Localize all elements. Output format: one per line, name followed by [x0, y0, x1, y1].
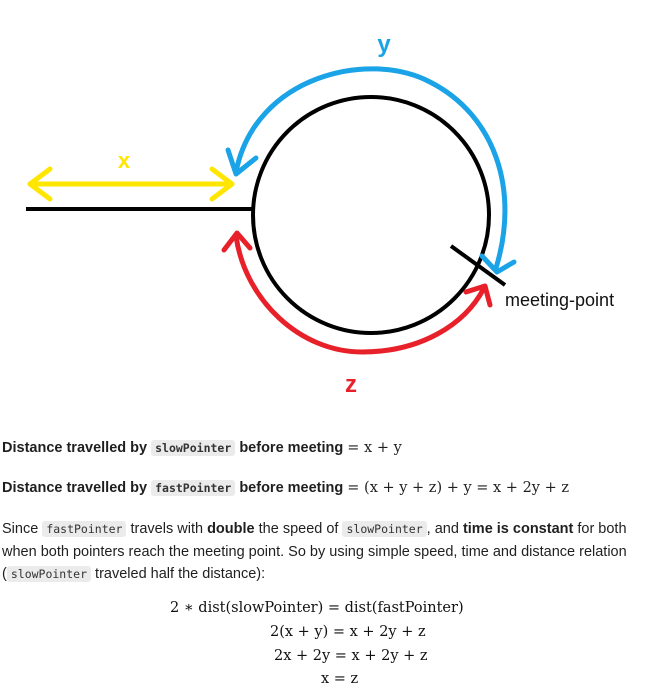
- para-text: the speed of: [254, 521, 343, 537]
- equation-rhs: = dist(fastPointer): [327, 600, 464, 616]
- slow-prefix: Distance travelled by: [2, 440, 148, 456]
- equation-lhs: 2x + 2y: [274, 648, 331, 664]
- para-text: Since: [2, 521, 43, 537]
- equation-rhs: = x + 2y + z: [334, 648, 428, 664]
- equation-row: 2 ∗ dist(slowPointer) = dist(fastPointer…: [170, 600, 464, 616]
- cycle-circle: [251, 95, 491, 335]
- meeting-point-label: meeting-point: [505, 290, 614, 310]
- meeting-point-marker: [449, 244, 507, 287]
- para-text: traveled half the distance):: [91, 566, 266, 582]
- fast-pointer-code: fastPointer: [151, 480, 236, 496]
- z-label: z: [345, 371, 357, 398]
- fast-pointer-code: fastPointer: [42, 521, 127, 537]
- fast-math: = (x + y + z) + y = x + 2y + z: [347, 480, 569, 496]
- fast-distance-line: Distance travelled by fastPointer before…: [2, 480, 657, 496]
- slow-pointer-code: slowPointer: [151, 440, 236, 456]
- cycle-diagram: x y z meeting-point: [26, 31, 614, 398]
- para-bold: double: [207, 521, 255, 537]
- explanation-paragraph: Since fastPointer travels with double th…: [2, 518, 657, 586]
- slow-distance-line: Distance travelled by slowPointer before…: [2, 440, 657, 456]
- x-arrow: [27, 166, 235, 202]
- equation-lhs: 2 ∗ dist(slowPointer): [170, 600, 324, 616]
- para-text: for both when both pointers reach the me…: [2, 521, 627, 582]
- y-arrow: [225, 66, 517, 275]
- equation-rhs: = x + 2y + z: [332, 624, 426, 640]
- equation-rhs: = z: [333, 671, 359, 687]
- fast-prefix: Distance travelled by: [2, 480, 148, 496]
- slow-suffix: before meeting: [239, 440, 344, 456]
- y-label: y: [377, 31, 391, 58]
- slow-math: = x + y: [347, 440, 402, 456]
- slow-pointer-code: slowPointer: [342, 521, 427, 537]
- x-label: x: [118, 148, 131, 173]
- equation-row: 2x + 2y = x + 2y + z: [274, 648, 428, 664]
- equation-row: x = z: [321, 671, 358, 687]
- para-text: , and: [426, 521, 463, 537]
- fast-suffix: before meeting: [239, 480, 344, 496]
- para-text: travels with: [126, 521, 208, 537]
- equation-lhs: 2(x + y): [270, 624, 329, 640]
- z-arrow: [221, 230, 493, 355]
- equation-row: 2(x + y) = x + 2y + z: [270, 624, 426, 640]
- slow-pointer-code: slowPointer: [6, 566, 92, 582]
- para-bold: time is constant: [462, 521, 574, 537]
- equation-lhs: x: [321, 671, 330, 687]
